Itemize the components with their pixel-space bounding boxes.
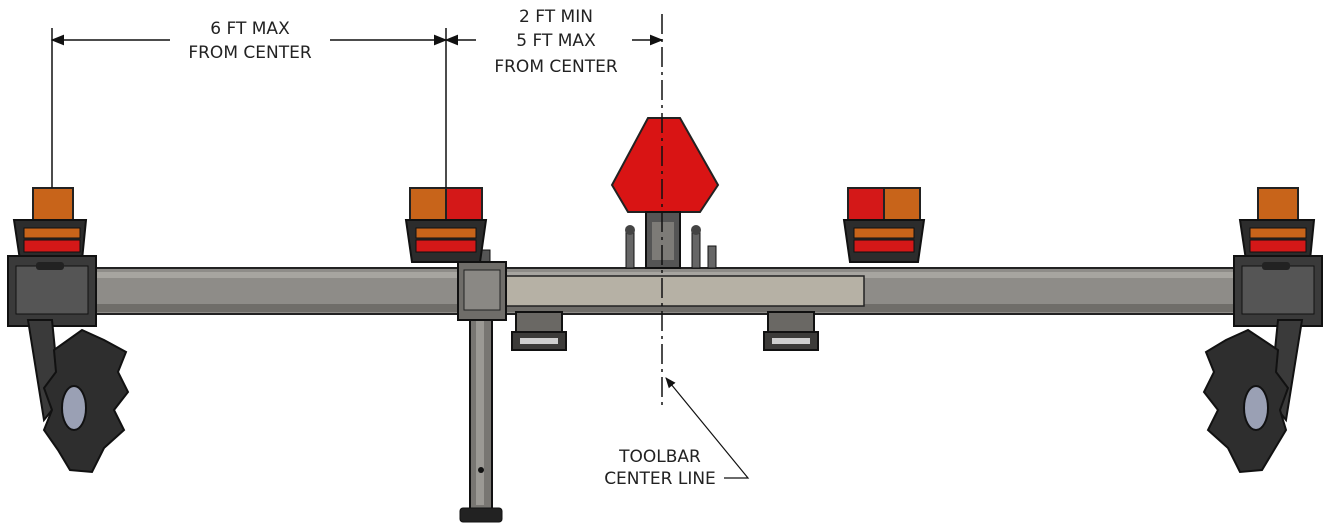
light-inner-right — [842, 187, 926, 263]
dimension-left — [50, 28, 448, 188]
light-inner-left — [404, 187, 488, 263]
right-dim-line1: 2 FT MIN — [519, 7, 593, 27]
red-light-icon — [847, 187, 885, 221]
right-dim-line3: FROM CENTER — [494, 57, 617, 77]
light-far-left — [12, 187, 88, 261]
centerline-label-line1: TOOLBAR — [618, 447, 701, 467]
amber-light-icon — [1257, 187, 1299, 221]
jack-stand-icon — [457, 249, 507, 523]
amber-light-icon — [883, 187, 921, 221]
end-bracket-left — [7, 255, 97, 327]
disc-coulter-icon — [26, 319, 130, 474]
left-dim-line1: 6 FT MAX — [210, 19, 290, 39]
amber-light-icon — [409, 187, 447, 221]
light-far-right — [1238, 187, 1316, 261]
right-dim-line2: 5 FT MAX — [516, 31, 596, 51]
red-light-icon — [445, 187, 483, 221]
disc-coulter-icon — [1202, 319, 1304, 474]
center-plate — [497, 275, 865, 307]
toolbar-beam — [14, 267, 1316, 315]
centerline-label-line2: CENTER LINE — [604, 469, 716, 489]
left-dim-line2: FROM CENTER — [188, 43, 311, 63]
hitch-bracket-left — [511, 311, 567, 351]
smv-sign-icon — [610, 117, 720, 269]
hitch-bracket-right — [763, 311, 819, 351]
amber-light-icon — [32, 187, 74, 221]
end-bracket-right — [1233, 255, 1323, 327]
centerline-leader — [665, 377, 750, 479]
